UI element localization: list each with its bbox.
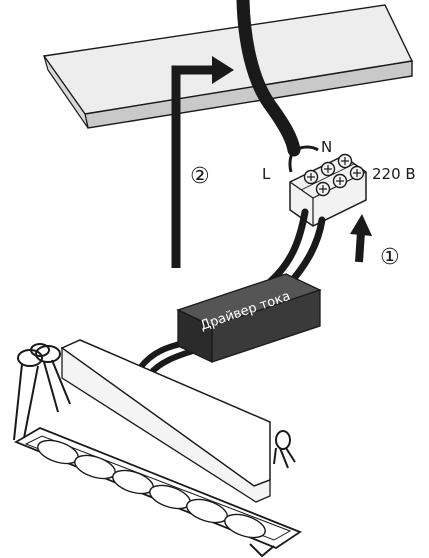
step-2-arrow-icon xyxy=(171,56,234,268)
recessed-lamp xyxy=(13,339,302,558)
wire-n-label: N xyxy=(321,138,332,156)
led-lenses xyxy=(37,439,266,539)
mains-cable xyxy=(236,0,319,173)
bottom-bracket xyxy=(249,543,275,558)
step-1-label: ① xyxy=(380,245,400,270)
ceiling-panel xyxy=(42,4,414,129)
step-1-arrow-icon xyxy=(350,214,372,263)
right-spring-clip xyxy=(273,430,296,469)
left-spring-clip xyxy=(13,343,71,441)
lamp-housing-side xyxy=(61,346,271,503)
voltage-label: 220 В xyxy=(372,165,416,183)
terminal-block xyxy=(289,153,367,227)
step-2-label: ② xyxy=(190,164,210,189)
ceiling-left-face xyxy=(43,55,89,129)
current-driver: Драйвер тока xyxy=(176,273,322,364)
wire-l-label: L xyxy=(262,165,271,183)
